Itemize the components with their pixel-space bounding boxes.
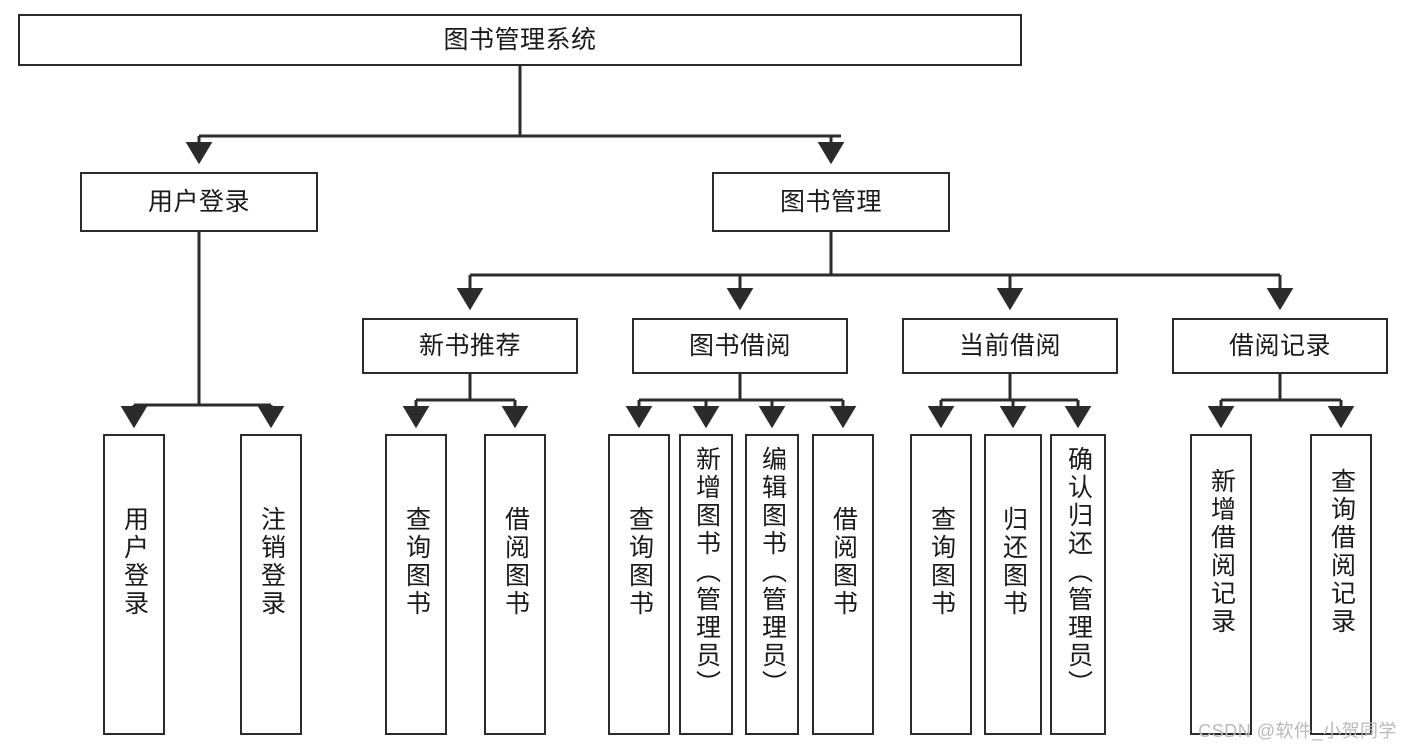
node-leaf-user-login-label: 用户登录 [120, 506, 149, 618]
node-leaf-return-book[interactable]: 归还图书 [984, 434, 1042, 735]
node-leaf-return-book-label: 归还图书 [999, 506, 1028, 618]
node-leaf-query-book-2[interactable]: 查询图书 [608, 434, 670, 735]
node-leaf-edit-book[interactable]: 编辑图书（管理员） [745, 434, 799, 735]
node-leaf-query-book-3[interactable]: 查询图书 [910, 434, 972, 735]
node-leaf-confirm-return-label: 确认归还（管理员） [1064, 446, 1093, 698]
node-leaf-add-book[interactable]: 新增图书（管理员） [679, 434, 733, 735]
node-leaf-query-record-label: 查询借阅记录 [1327, 468, 1356, 636]
node-leaf-add-book-label: 新增图书（管理员） [692, 446, 721, 698]
node-leaf-logout-label: 注销登录 [257, 506, 286, 618]
node-leaf-query-book-2-label: 查询图书 [625, 506, 654, 618]
watermark-text: CSDN @软件_小贺同学 [1198, 721, 1397, 741]
node-new-book-rec-label: 新书推荐 [418, 332, 521, 360]
node-borrow-record-label: 借阅记录 [1228, 332, 1331, 360]
node-book-manage-label: 图书管理 [779, 188, 882, 216]
node-leaf-user-login[interactable]: 用户登录 [103, 434, 165, 735]
node-root-label: 图书管理系统 [443, 26, 597, 54]
node-user-login[interactable]: 用户登录 [80, 172, 318, 232]
node-leaf-borrow-book-2[interactable]: 借阅图书 [812, 434, 874, 735]
node-leaf-borrow-book-1-label: 借阅图书 [501, 506, 530, 618]
node-leaf-borrow-book-2-label: 借阅图书 [829, 506, 858, 618]
node-borrow-record[interactable]: 借阅记录 [1172, 318, 1388, 374]
node-new-book-rec[interactable]: 新书推荐 [362, 318, 578, 374]
node-root[interactable]: 图书管理系统 [18, 14, 1022, 66]
node-leaf-edit-book-label: 编辑图书（管理员） [758, 446, 787, 698]
node-leaf-query-book-1-label: 查询图书 [402, 506, 431, 618]
node-book-borrow[interactable]: 图书借阅 [632, 318, 848, 374]
node-leaf-query-book-1[interactable]: 查询图书 [385, 434, 447, 735]
node-leaf-logout[interactable]: 注销登录 [240, 434, 302, 735]
node-leaf-add-record-label: 新增借阅记录 [1207, 468, 1236, 636]
node-leaf-query-book-3-label: 查询图书 [927, 506, 956, 618]
node-leaf-query-record[interactable]: 查询借阅记录 [1310, 434, 1372, 735]
node-book-manage[interactable]: 图书管理 [712, 172, 950, 232]
node-book-borrow-label: 图书借阅 [688, 332, 791, 360]
node-leaf-borrow-book-1[interactable]: 借阅图书 [484, 434, 546, 735]
node-current-borrow-label: 当前借阅 [958, 332, 1061, 360]
node-leaf-confirm-return[interactable]: 确认归还（管理员） [1050, 434, 1106, 735]
node-leaf-add-record[interactable]: 新增借阅记录 [1190, 434, 1252, 735]
node-user-login-label: 用户登录 [147, 188, 250, 216]
node-current-borrow[interactable]: 当前借阅 [902, 318, 1118, 374]
